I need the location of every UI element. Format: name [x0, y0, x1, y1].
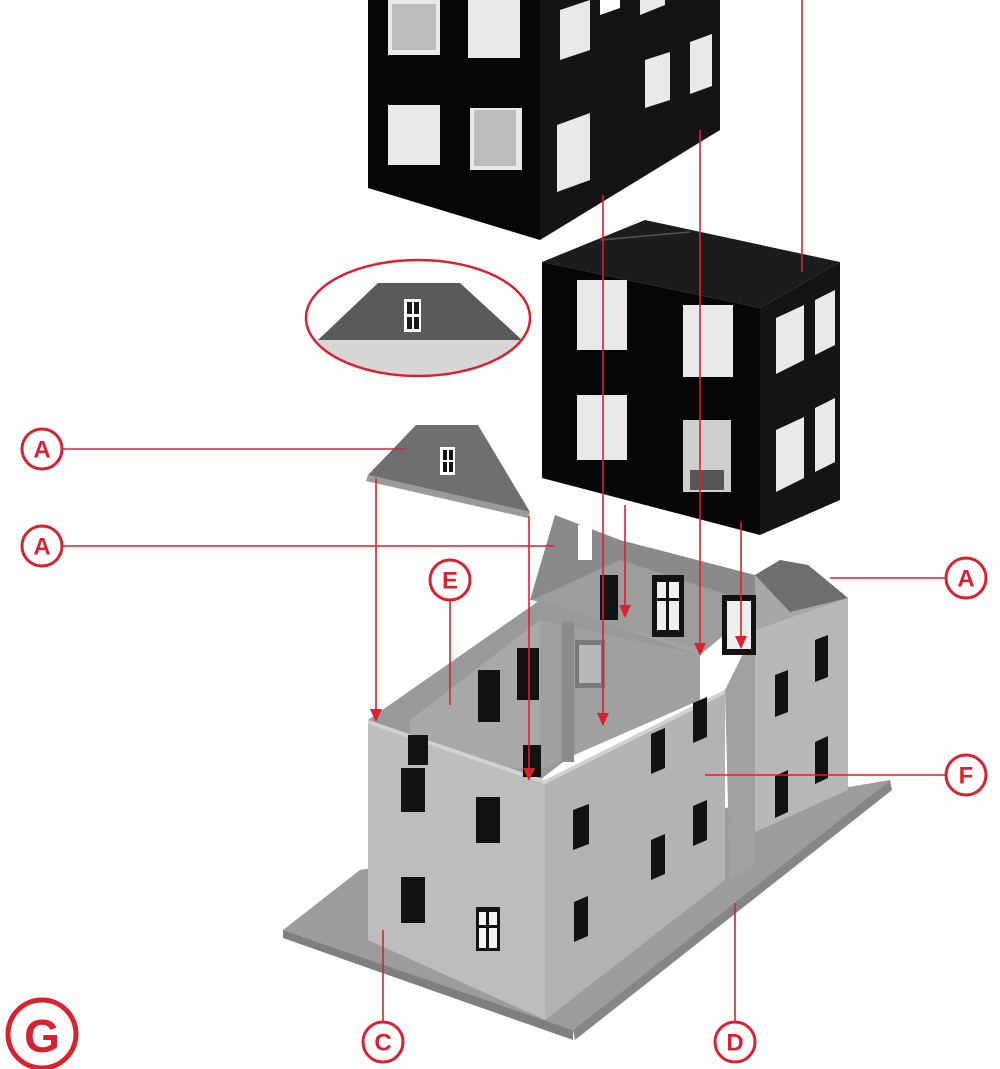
- callout-f: F: [944, 753, 988, 797]
- callout-d-label: D: [726, 1030, 743, 1057]
- loose-gable-piece: [366, 425, 530, 518]
- callout-a3: A: [944, 556, 988, 600]
- assembly-arrows: [370, 0, 803, 781]
- callout-a2-label: A: [33, 534, 50, 561]
- callout-a3-label: A: [957, 566, 974, 593]
- roof-detail-inset: [304, 258, 532, 378]
- callout-c-label: C: [374, 1030, 391, 1057]
- callout-f-label: F: [959, 763, 974, 790]
- callout-a2: A: [20, 524, 64, 568]
- lower-black-insert: [542, 220, 840, 535]
- callout-a1-label: A: [33, 437, 50, 464]
- building-shell: [368, 515, 848, 1020]
- step-label: G: [24, 1010, 60, 1062]
- step-badge: G: [5, 997, 79, 1069]
- callout-c: C: [361, 1020, 405, 1064]
- callout-a1: A: [20, 427, 64, 471]
- callout-lines: [62, 448, 946, 1022]
- callout-e-label: E: [442, 568, 458, 595]
- callout-d: D: [713, 1020, 757, 1064]
- callout-e: E: [428, 558, 472, 602]
- upper-black-insert: [368, 0, 720, 240]
